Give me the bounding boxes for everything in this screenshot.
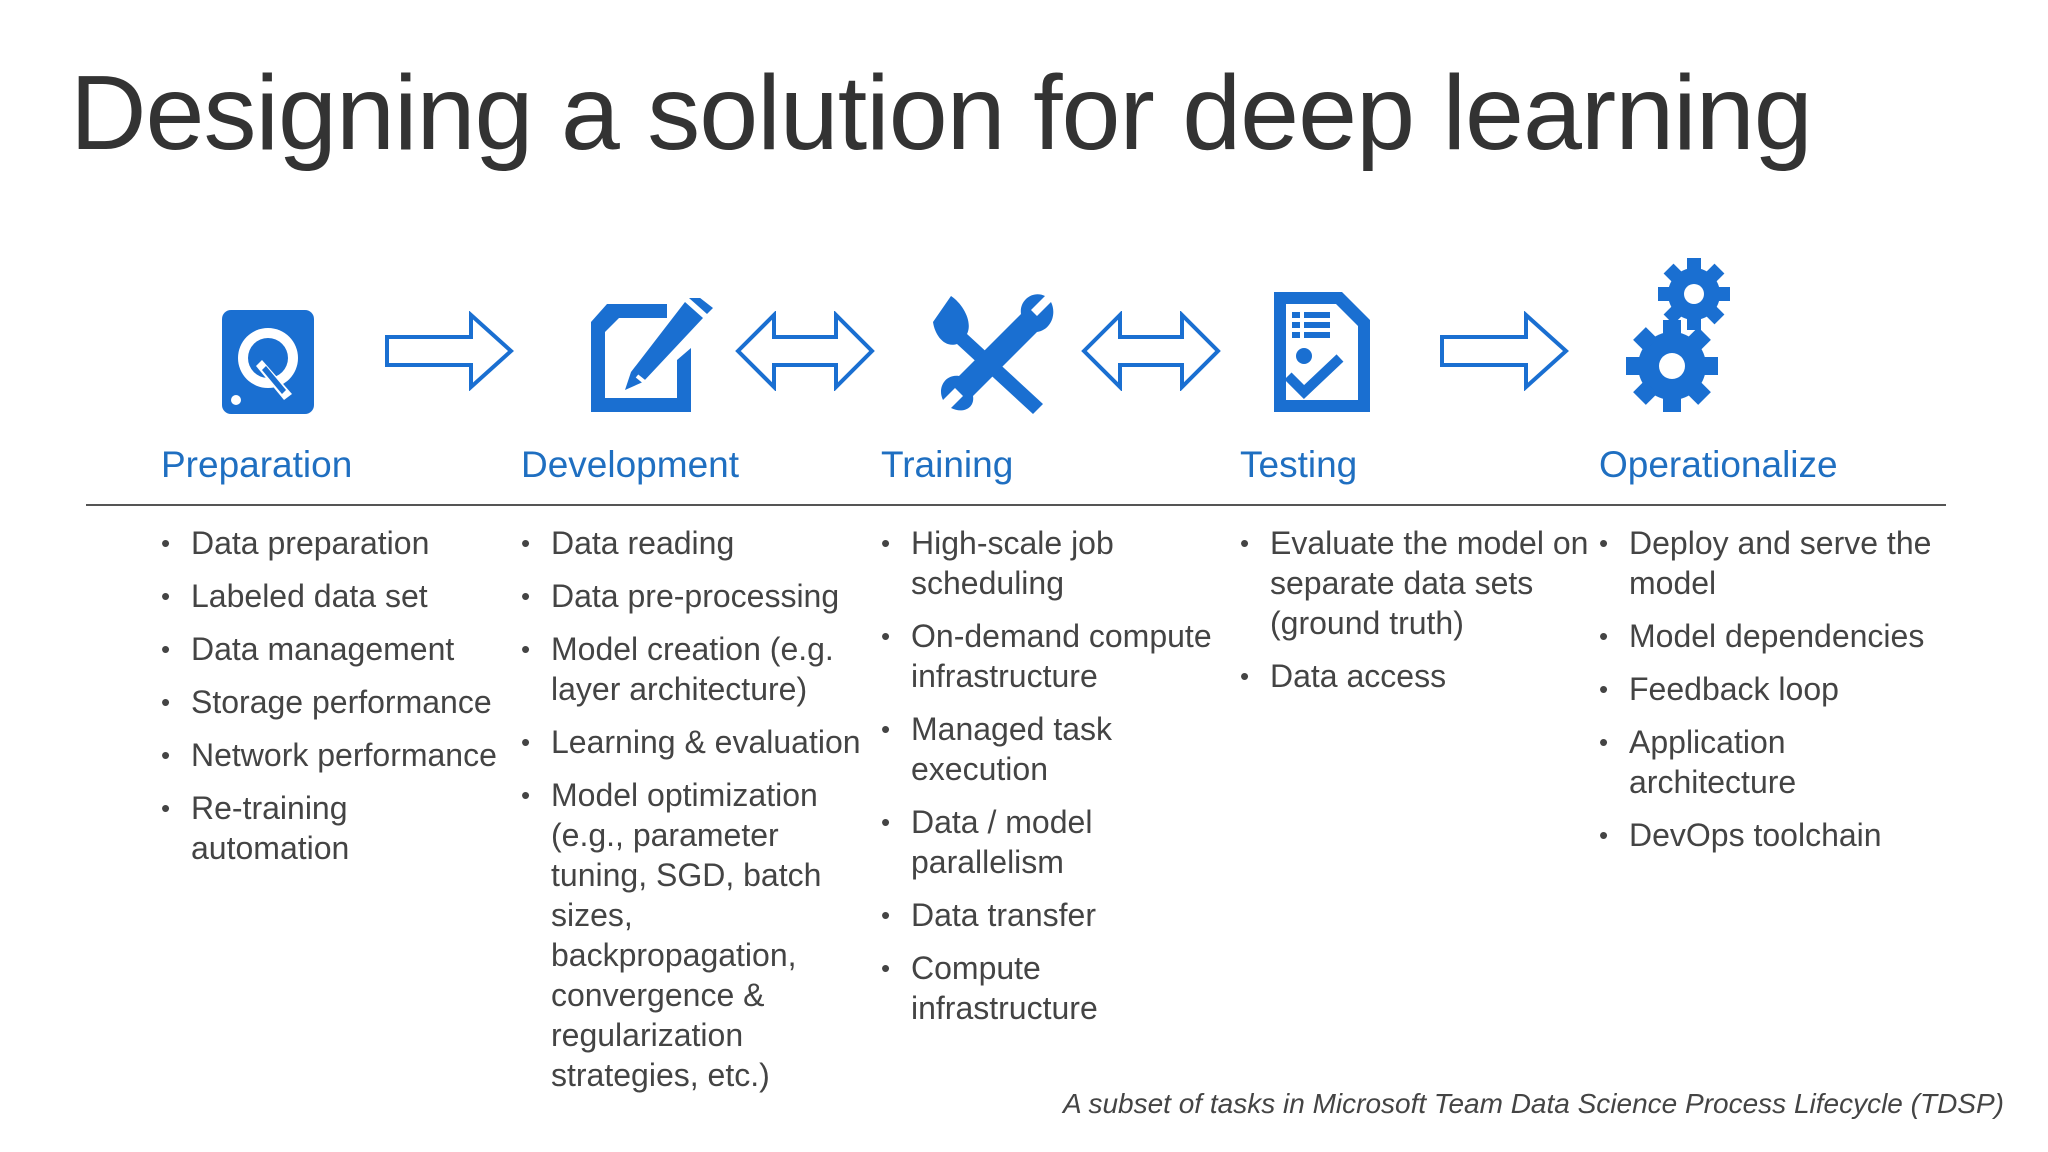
task-list: High-scale job scheduling On-demand comp…	[881, 523, 1241, 1041]
list-item: DevOps toolchain	[1599, 815, 1959, 855]
list-item: Deploy and serve the model	[1599, 523, 1949, 603]
list-item: Feedback loop	[1599, 669, 1959, 709]
list-item: Data management	[161, 629, 521, 669]
stage-title: Testing	[1240, 444, 1358, 485]
stage-development: Development Data reading Data pre-proces…	[521, 440, 871, 1093]
hard-disk-icon	[222, 310, 314, 414]
gears-icon	[1626, 258, 1730, 412]
list-item: Learning & evaluation	[521, 722, 881, 762]
right-arrow-icon	[385, 311, 514, 391]
stage-title: Development	[521, 444, 740, 485]
list-item: Model optimization (e.g., parameter tuni…	[521, 775, 841, 1095]
double-arrow-icon	[735, 311, 875, 391]
stage-training: Training High-scale job scheduling On-de…	[881, 440, 1231, 1026]
list-item: Managed task execution	[881, 709, 1141, 789]
stage-preparation: Preparation Data preparation Labeled dat…	[161, 440, 511, 866]
list-item: Evaluate the model on separate data sets…	[1240, 523, 1600, 643]
list-item: Model dependencies	[1599, 616, 1959, 656]
stage-title: Preparation	[161, 444, 353, 485]
list-item: High-scale job scheduling	[881, 523, 1141, 603]
list-item: Data pre-processing	[521, 576, 881, 616]
edit-document-icon	[591, 298, 713, 412]
list-item: Data transfer	[881, 895, 1241, 935]
task-list: Data preparation Labeled data set Data m…	[161, 523, 521, 881]
list-item: Network performance	[161, 735, 521, 775]
list-item: Labeled data set	[161, 576, 521, 616]
checklist-document-icon	[1274, 292, 1370, 412]
list-item: Data reading	[521, 523, 881, 563]
stage-title: Training	[881, 444, 1014, 485]
right-arrow-icon	[1440, 311, 1569, 391]
stage-testing: Testing Evaluate the model on separate d…	[1240, 440, 1590, 696]
tools-icon	[933, 294, 1054, 414]
list-item: Data preparation	[161, 523, 521, 563]
list-item: Data access	[1240, 656, 1600, 696]
stage-title: Operationalize	[1599, 444, 1838, 485]
list-item: Data / model parallelism	[881, 802, 1141, 882]
source-caption: A subset of tasks in Microsoft Team Data…	[1063, 1088, 2004, 1119]
slide-title: Designing a solution for deep learning	[70, 54, 1813, 172]
stage-operationalize: Operationalize Deploy and serve the mode…	[1599, 440, 1949, 855]
double-arrow-icon	[1081, 311, 1221, 391]
list-item: Application architecture	[1599, 722, 1859, 802]
task-list: Data reading Data pre-processing Model c…	[521, 523, 881, 1108]
task-list: Evaluate the model on separate data sets…	[1240, 523, 1600, 709]
list-item: Storage performance	[161, 682, 521, 722]
list-item: Compute infrastructure	[881, 948, 1141, 1028]
list-item: Re-training automation	[161, 788, 371, 868]
task-list: Deploy and serve the model Model depende…	[1599, 523, 1959, 868]
divider-line	[86, 504, 1946, 506]
list-item: On-demand compute infrastructure	[881, 616, 1241, 696]
list-item: Model creation (e.g. layer architecture)	[521, 629, 841, 709]
